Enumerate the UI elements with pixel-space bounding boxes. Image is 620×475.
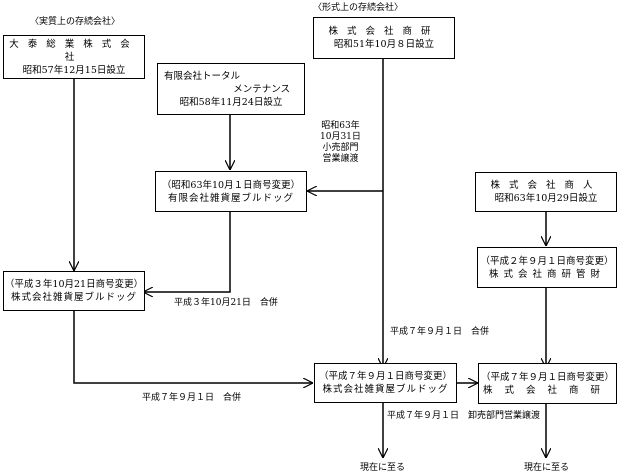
company-name: 株式会社雑貨屋ブルドッグ <box>322 384 449 395</box>
box-yugen-bulldog: （昭和63年10月１日商号変更） 有限会社雑貨屋ブルドッグ <box>155 171 307 212</box>
company-name: 株式会社商人 <box>490 180 602 191</box>
label-transfer-h7: 平成７年９月１日 卸売部門営業譲渡 <box>387 411 541 421</box>
box-total: 有限会社トータル メンテナンス 昭和58年11月24日設立 <box>157 63 305 115</box>
header-substantive: 〈実質上の存続会社〉 <box>30 17 121 27</box>
company-name-line2: メンテナンス <box>233 83 290 95</box>
label-present-left: 現在に至る <box>360 463 406 473</box>
company-name: 有限会社雑貨屋ブルドッグ <box>167 192 294 204</box>
company-name: 大泰総業株式会社 <box>9 38 139 63</box>
arrow-merger-h3 <box>143 212 231 292</box>
company-name-line1: 有限会社トータル <box>164 70 241 82</box>
arrow-merger-h7-left <box>73 310 313 383</box>
label-transfer-s63-line1: 昭和63年 <box>321 121 360 131</box>
label-transfer-s63-line3: 小売部門 <box>322 143 359 153</box>
box-shoken: 株式会社商研 昭和51年10月８日設立 <box>313 17 455 59</box>
company-date: 昭和63年10月29日設立 <box>494 193 598 204</box>
company-note: （平成７年９月１日商号変更） <box>480 371 614 383</box>
label-transfer-s63-line4: 営業譲渡 <box>322 154 359 164</box>
company-date: 昭和57年12月15日設立 <box>22 64 126 76</box>
header-formal: 〈形式上の存続会社〉 <box>313 3 404 13</box>
company-note: （平成７年９月１日商号変更） <box>318 371 452 382</box>
company-name: 株式会社雑貨屋ブルドッグ <box>10 292 137 303</box>
box-taitai: 大泰総業株式会社 昭和57年12月15日設立 <box>3 35 145 79</box>
company-name: 株式会社商研管財 <box>488 268 605 280</box>
company-note: （平成２年９月１日商号変更） <box>480 255 614 267</box>
label-present-right: 現在に至る <box>524 463 570 473</box>
company-date: 昭和51年10月８日設立 <box>333 39 435 50</box>
company-note: （平成３年10月21日商号変更） <box>4 279 144 290</box>
box-shoken-h7: （平成７年９月１日商号変更） 株式会社商研 <box>478 363 617 404</box>
box-shonin: 株式会社商人 昭和63年10月29日設立 <box>475 172 617 212</box>
label-merger-h3: 平成３年10月21日 合併 <box>174 298 278 308</box>
box-bulldog-h7: （平成７年９月１日商号変更） 株式会社雑貨屋ブルドッグ <box>314 363 457 403</box>
box-kabu-bulldog: （平成３年10月21日商号変更） 株式会社雑貨屋ブルドッグ <box>3 271 145 311</box>
label-transfer-s63-line2: 10月31日 <box>320 132 361 142</box>
company-note: （昭和63年10月１日商号変更） <box>161 179 301 191</box>
company-name: 株式会社商研 <box>482 384 612 396</box>
label-merger-h7-left: 平成７年９月１日 合併 <box>142 393 242 403</box>
box-shoken-kanzai: （平成２年９月１日商号変更） 株式会社商研管財 <box>477 247 617 288</box>
label-transfer-s63: 昭和63年 10月31日 小売部門 営業譲渡 <box>320 121 361 165</box>
company-name: 株式会社商研 <box>328 26 440 37</box>
company-date: 昭和58年11月24日設立 <box>179 96 283 108</box>
label-merger-h7-right: 平成７年９月１日 合併 <box>390 327 490 337</box>
